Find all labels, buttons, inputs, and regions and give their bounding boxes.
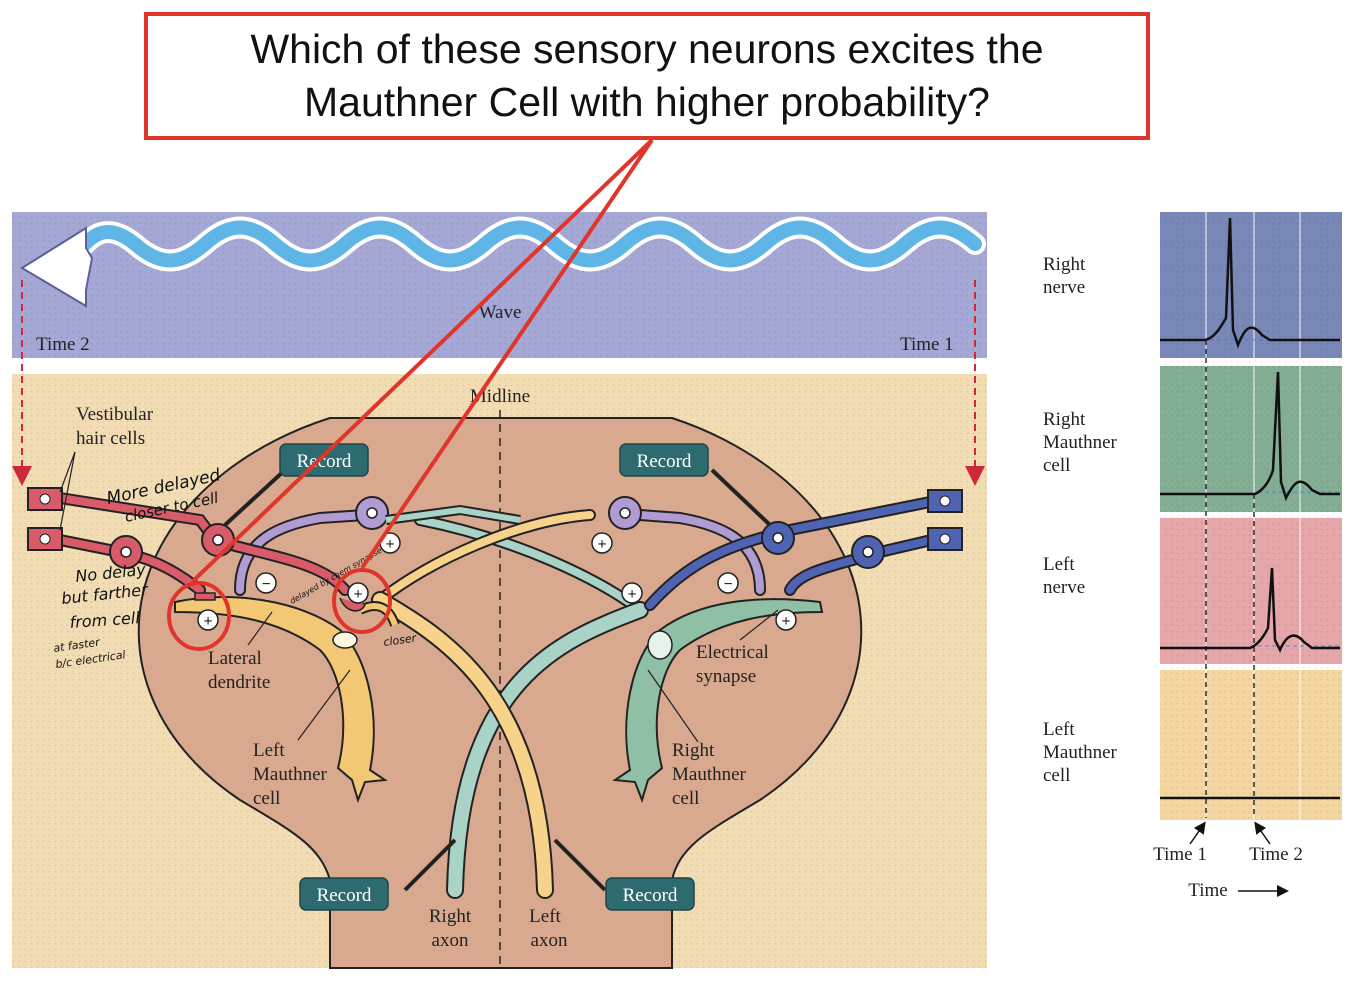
left-nerve-label-2: nerve [1043, 577, 1085, 598]
plus-marker: + [775, 609, 797, 631]
svg-text:−: − [723, 576, 732, 593]
record-label-top-right: Record [619, 443, 709, 477]
plus-marker: + [621, 582, 643, 604]
diagram-labels: Vestibular hair cells Lateral dendrite L… [76, 404, 769, 951]
question-line-1: Which of these sensory neurons excites t… [250, 26, 1044, 72]
record-label-top-left: Record [279, 443, 369, 477]
right-vestibular-neurons [644, 489, 963, 611]
svg-text:Record: Record [623, 885, 678, 906]
axons [371, 509, 649, 899]
right-mauthner-label-2: Mauthner [672, 764, 747, 785]
right-nerve-label-1: Right [1043, 254, 1086, 275]
svg-text:+: + [353, 586, 362, 603]
left-mauthner-label-1: Left [1043, 719, 1075, 740]
left-mauthner-cell [174, 596, 400, 804]
midline-label: Midline [470, 386, 530, 407]
left-mauthner-label-3: cell [253, 788, 280, 809]
handwritten-notes: More delayed closer to cell No delay but… [53, 465, 419, 671]
left-axon-label-2: axon [531, 930, 568, 951]
left-nerve-label-1: Left [1043, 554, 1075, 575]
left-mauthner-label-2: Mauthner [1043, 742, 1118, 763]
note-nodelay-3: from cell [69, 608, 141, 632]
trace-labels: Right nerve Right Mauthner cell Left ner… [1043, 254, 1303, 901]
record-label-bottom-left: Record [299, 877, 389, 911]
right-mauthner-cell [612, 598, 824, 804]
lateral-dendrite-label-2: dendrite [208, 672, 270, 693]
time-markers [12, 280, 985, 486]
svg-text:+: + [627, 586, 636, 603]
traces [1160, 217, 1340, 800]
time-pointers [1189, 821, 1289, 897]
circle-right-synapse [332, 568, 392, 634]
vestibular-label-1: Vestibular [76, 404, 154, 425]
pointer-line-left [190, 138, 654, 584]
plus-marker: + [591, 532, 613, 554]
right-mauthner-label-3: cell [1043, 455, 1070, 476]
time-1-trace-label: Time 1 [1153, 844, 1207, 865]
question-line-2: Mauthner Cell with higher probability? [304, 79, 990, 125]
annotation-overlay [167, 138, 654, 651]
plus-marker: + [197, 609, 219, 631]
svg-text:+: + [203, 613, 212, 630]
time-axis-label: Time [1188, 880, 1227, 901]
time-1-label: Time 1 [900, 334, 954, 355]
svg-text:+: + [597, 536, 606, 553]
electrical-synapse-label-1: Electrical [696, 642, 769, 663]
svg-text:Record: Record [317, 885, 372, 906]
right-nerve-trace [1160, 217, 1340, 349]
right-mauthner-label-1: Right [1043, 409, 1086, 430]
right-mauthner-label-2: Mauthner [1043, 432, 1118, 453]
time-2-trace-label: Time 2 [1249, 844, 1303, 865]
right-mauthner-label-1: Right [672, 740, 715, 761]
left-mauthner-label-2: Mauthner [253, 764, 328, 785]
plus-marker: + [347, 582, 369, 604]
left-mauthner-label-3: cell [1043, 765, 1070, 786]
wave-arrow [20, 216, 986, 308]
svg-text:+: + [781, 613, 790, 630]
wave-label: Wave [479, 302, 522, 323]
trace-panels [1160, 212, 1342, 820]
electrodes [223, 468, 772, 892]
trace-time-lines [1205, 340, 1255, 818]
right-axon-label-2: axon [432, 930, 469, 951]
right-interneuron [608, 496, 766, 596]
left-axon-label-1: Left [529, 906, 561, 927]
electrical-synapse-label-2: synapse [696, 666, 756, 687]
minus-marker: − [717, 572, 739, 594]
question-box: Which of these sensory neurons excites t… [144, 12, 1150, 140]
right-axon-label-1: Right [429, 906, 472, 927]
synapse-markers: + + + + + + − − [197, 532, 797, 631]
right-mauthner-label-3: cell [672, 788, 699, 809]
minus-marker: − [255, 572, 277, 594]
right-mauthner-trace [1160, 371, 1340, 502]
vestibular-label-2: hair cells [76, 428, 145, 449]
svg-text:Record: Record [637, 451, 692, 472]
lateral-dendrite-label-1: Lateral [208, 648, 262, 669]
svg-text:+: + [385, 536, 394, 553]
svg-text:−: − [261, 576, 270, 593]
record-label-bottom-right: Record [605, 877, 695, 911]
leader-lines [59, 451, 779, 743]
note-closer: closer [383, 631, 419, 649]
pointer-line-right [360, 138, 654, 570]
left-mauthner-label-1: Left [253, 740, 285, 761]
left-nerve-trace [1160, 567, 1340, 653]
circle-left-synapse [167, 581, 231, 651]
right-nerve-label-2: nerve [1043, 277, 1085, 298]
left-interneuron [234, 496, 521, 596]
time-2-label: Time 2 [36, 334, 90, 355]
